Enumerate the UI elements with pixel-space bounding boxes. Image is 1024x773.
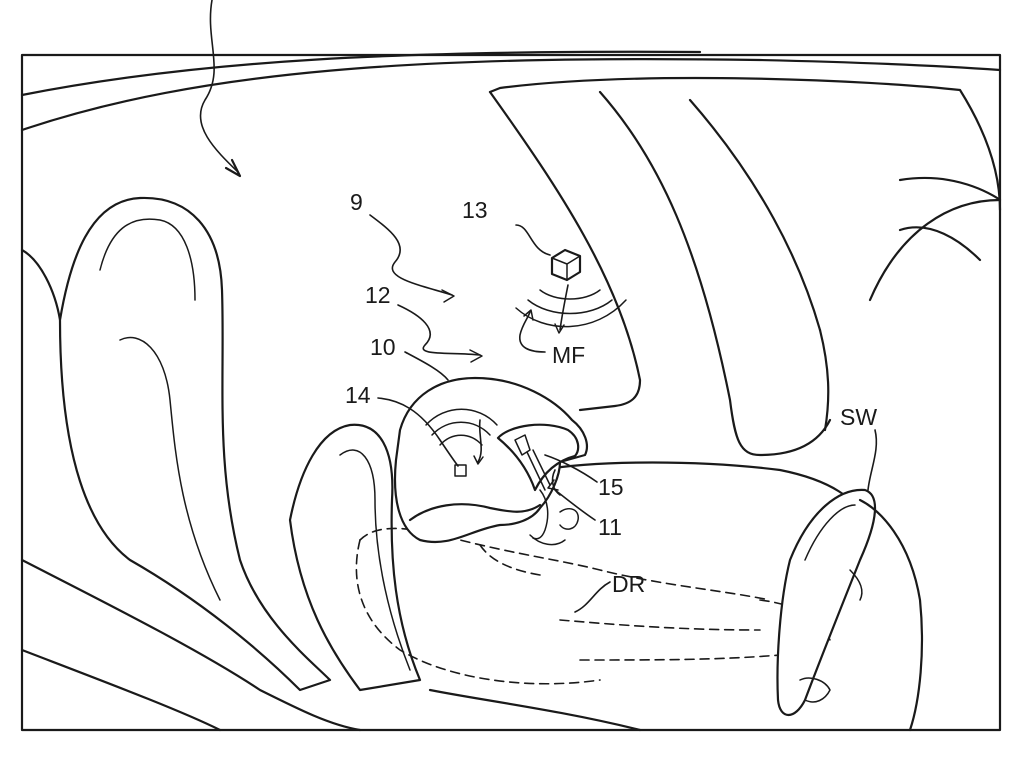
visor-stripes [526, 449, 551, 491]
left-seat-bolster [99, 218, 196, 301]
left-seat-inner [119, 336, 221, 601]
console-edge [428, 688, 642, 732]
leader-sw [867, 429, 878, 491]
leader-mf [519, 311, 546, 353]
dash-curve-lower [818, 328, 830, 432]
label-9: 9 [350, 189, 363, 215]
label-mf: MF [552, 342, 585, 368]
roof-upper-line [20, 50, 702, 97]
chin-strap [529, 534, 566, 546]
leader-12 [397, 304, 481, 356]
left-seat-cushion [20, 558, 362, 732]
figure-border [20, 53, 1002, 732]
driver-arm-outline [559, 619, 761, 631]
leader-9 [369, 214, 453, 296]
left-lower-line [20, 648, 222, 732]
steering-grip [799, 677, 831, 703]
field-arrow-line [559, 284, 569, 331]
leader-10 [404, 351, 449, 381]
driver-neck-outline [479, 544, 541, 576]
dash-mound [538, 461, 862, 522]
signal-arc-14a [439, 434, 483, 446]
microphone-boom [532, 489, 549, 540]
vehicle-leader-line [199, 0, 239, 173]
driver-seat-back [288, 423, 422, 692]
door-top [898, 176, 1002, 202]
steering-column [858, 498, 924, 732]
leader-11-head [547, 479, 559, 491]
driver-seat-bolster [339, 449, 411, 671]
leader-13 [515, 224, 551, 256]
label-15: 15 [598, 474, 624, 500]
right-pillar [898, 226, 982, 262]
a-pillar-inner [488, 90, 642, 412]
signal-arc-14c [425, 408, 498, 426]
device-13-edges [551, 255, 581, 281]
label-dr: DR [612, 571, 645, 597]
helmet-visor-opening [496, 423, 580, 492]
helmet-shell [393, 376, 589, 544]
signal-arc-14b [431, 421, 491, 436]
roof-line [20, 58, 1002, 132]
steering-wheel-rim [776, 488, 877, 717]
label-10: 10 [370, 334, 396, 360]
leader-14 [377, 397, 459, 467]
field-arc-1 [539, 289, 601, 300]
driver-torso-outline [355, 539, 601, 685]
field-arc-3 [515, 299, 627, 328]
dash-curve [688, 98, 822, 332]
label-sw: SW [840, 404, 877, 430]
leader-dr [574, 581, 611, 613]
vehicle-leader-arrowhead [224, 158, 242, 178]
device-13-cube [550, 248, 582, 282]
label-11: 11 [598, 514, 622, 540]
label-13: 13 [462, 197, 488, 223]
arrow-14-line [477, 419, 482, 463]
steering-spoke [849, 569, 863, 601]
helmet-rim [408, 503, 542, 522]
label-14: 14 [345, 382, 371, 408]
door-frame [868, 198, 1002, 302]
left-seat-edge [20, 248, 62, 322]
microphone-head [559, 508, 579, 530]
leader-9-head [441, 289, 455, 303]
field-arrow-head [554, 323, 565, 334]
leader-12-head [469, 349, 483, 363]
leader-mf-head [523, 309, 534, 321]
field-arc-2 [527, 299, 613, 315]
left-seat-back [58, 196, 332, 692]
arrow-14-head [473, 455, 484, 465]
leader-15 [544, 454, 598, 483]
driver-arm-lower [579, 654, 781, 661]
steering-wheel-inner [804, 504, 856, 561]
label-12: 12 [365, 282, 391, 308]
windshield-edge [598, 90, 832, 457]
windshield-top [488, 76, 1002, 212]
visor-display-15 [514, 434, 531, 456]
module-14 [454, 464, 467, 477]
leader-11 [554, 489, 596, 521]
